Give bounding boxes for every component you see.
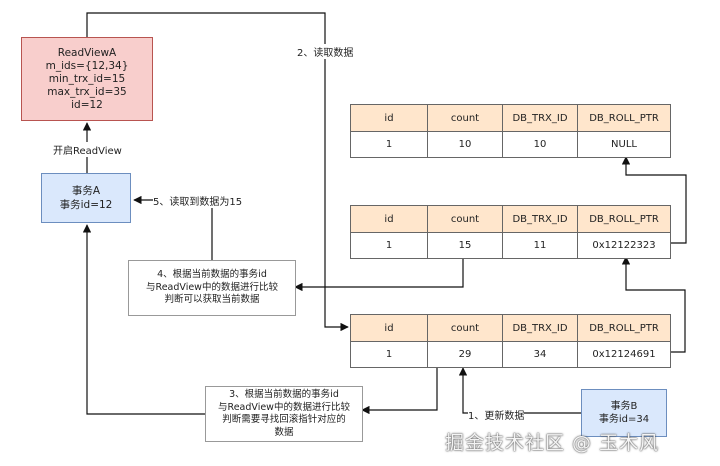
record-header-row: id count DB_TRX_ID DB_ROLL_PTR — [350, 205, 671, 233]
readview-max-trx-id: max_trx_id=35 — [47, 85, 127, 98]
transaction-b-box: 事务B 事务id=34 — [581, 389, 667, 437]
col-count-header: count — [427, 104, 503, 132]
readview-name: ReadViewA — [57, 46, 117, 59]
transaction-b-name: 事务B — [610, 401, 638, 412]
col-trx-id-header: DB_TRX_ID — [502, 314, 578, 342]
col-roll-ptr-header: DB_ROLL_PTR — [577, 104, 671, 132]
step3-note-line: 判断需要寻找回滚指针对应的 — [222, 414, 346, 425]
roll-ptr-arrow-3-2 — [621, 256, 686, 353]
col-id-header: id — [350, 205, 428, 233]
readview-m-ids: m_ids={12,34} — [45, 59, 129, 72]
record-id: 1 — [350, 232, 428, 259]
step5-label: 5、读取到数据为15 — [153, 193, 243, 208]
transaction-a-box: 事务A 事务id=12 — [41, 173, 131, 223]
step3-note-line: 与ReadView中的数据进行比较 — [218, 401, 350, 413]
record-table-3: id count DB_TRX_ID DB_ROLL_PTR 1 29 34 0… — [350, 314, 671, 368]
step2-label: 2、读取数据 — [297, 44, 354, 59]
readview-creator-id: id=12 — [71, 98, 103, 111]
record-id: 1 — [350, 131, 428, 158]
col-id-header: id — [350, 314, 428, 342]
step3-note: 3、根据当前数据的事务id 与ReadView中的数据进行比较 判断需要寻找回滚… — [205, 386, 363, 442]
roll-ptr-arrow-2-1 — [621, 156, 687, 244]
step3-to-txa-arrow — [82, 224, 205, 415]
record-trx-id: 34 — [502, 341, 578, 368]
record-count: 10 — [427, 131, 503, 158]
step4-note-line: 4、根据当前数据的事务id — [157, 269, 267, 281]
record-roll-ptr: NULL — [577, 131, 671, 158]
step4-note-line: 判断可以获取当前数据 — [164, 294, 260, 306]
step3-note-line: 3、根据当前数据的事务id — [229, 389, 339, 400]
step1-label: 1、更新数据 — [468, 407, 525, 422]
col-trx-id-header: DB_TRX_ID — [502, 205, 578, 233]
transaction-a-id: 事务id=12 — [59, 199, 113, 211]
readview-min-trx-id: min_trx_id=15 — [48, 72, 126, 85]
step4-note: 4、根据当前数据的事务id 与ReadView中的数据进行比较 判断可以获取当前… — [128, 260, 296, 316]
step4-arrow — [294, 255, 464, 292]
step4-note-line: 与ReadView中的数据进行比较 — [146, 281, 278, 293]
record-row: 1 29 34 0x12124691 — [350, 341, 671, 368]
watermark: 掘金技术社区 @ 玉木风 — [445, 432, 660, 454]
record-trx-id: 11 — [502, 232, 578, 259]
col-roll-ptr-header: DB_ROLL_PTR — [577, 314, 671, 342]
step3-note-line: 数据 — [274, 426, 294, 438]
record-trx-id: 10 — [502, 131, 578, 158]
col-id-header: id — [350, 104, 428, 132]
transaction-a-name: 事务A — [71, 185, 101, 197]
record-table-1: id count DB_TRX_ID DB_ROLL_PTR 1 10 10 N… — [350, 104, 671, 158]
col-count-header: count — [427, 314, 503, 342]
col-count-header: count — [427, 205, 503, 233]
transaction-b-id: 事务id=34 — [598, 414, 650, 425]
record-header-row: id count DB_TRX_ID DB_ROLL_PTR — [350, 104, 671, 132]
step3-arrow — [361, 366, 438, 415]
record-count: 15 — [427, 232, 503, 259]
record-roll-ptr: 0x12122323 — [577, 232, 671, 259]
record-count: 29 — [427, 341, 503, 368]
step5-arrow — [133, 195, 213, 260]
record-header-row: id count DB_TRX_ID DB_ROLL_PTR — [350, 314, 671, 342]
record-table-2: id count DB_TRX_ID DB_ROLL_PTR 1 15 11 0… — [350, 205, 671, 259]
step2-arrow — [86, 12, 349, 332]
step1-arrow — [458, 367, 581, 414]
record-roll-ptr: 0x12124691 — [577, 341, 671, 368]
readview-a-box: ReadViewA m_ids={12,34} min_trx_id=15 ma… — [21, 37, 153, 121]
record-row: 1 15 11 0x12122323 — [350, 232, 671, 259]
col-trx-id-header: DB_TRX_ID — [502, 104, 578, 132]
col-roll-ptr-header: DB_ROLL_PTR — [577, 205, 671, 233]
record-id: 1 — [350, 341, 428, 368]
record-row: 1 10 10 NULL — [350, 131, 671, 158]
open-readview-label: 开启ReadView — [53, 142, 122, 157]
